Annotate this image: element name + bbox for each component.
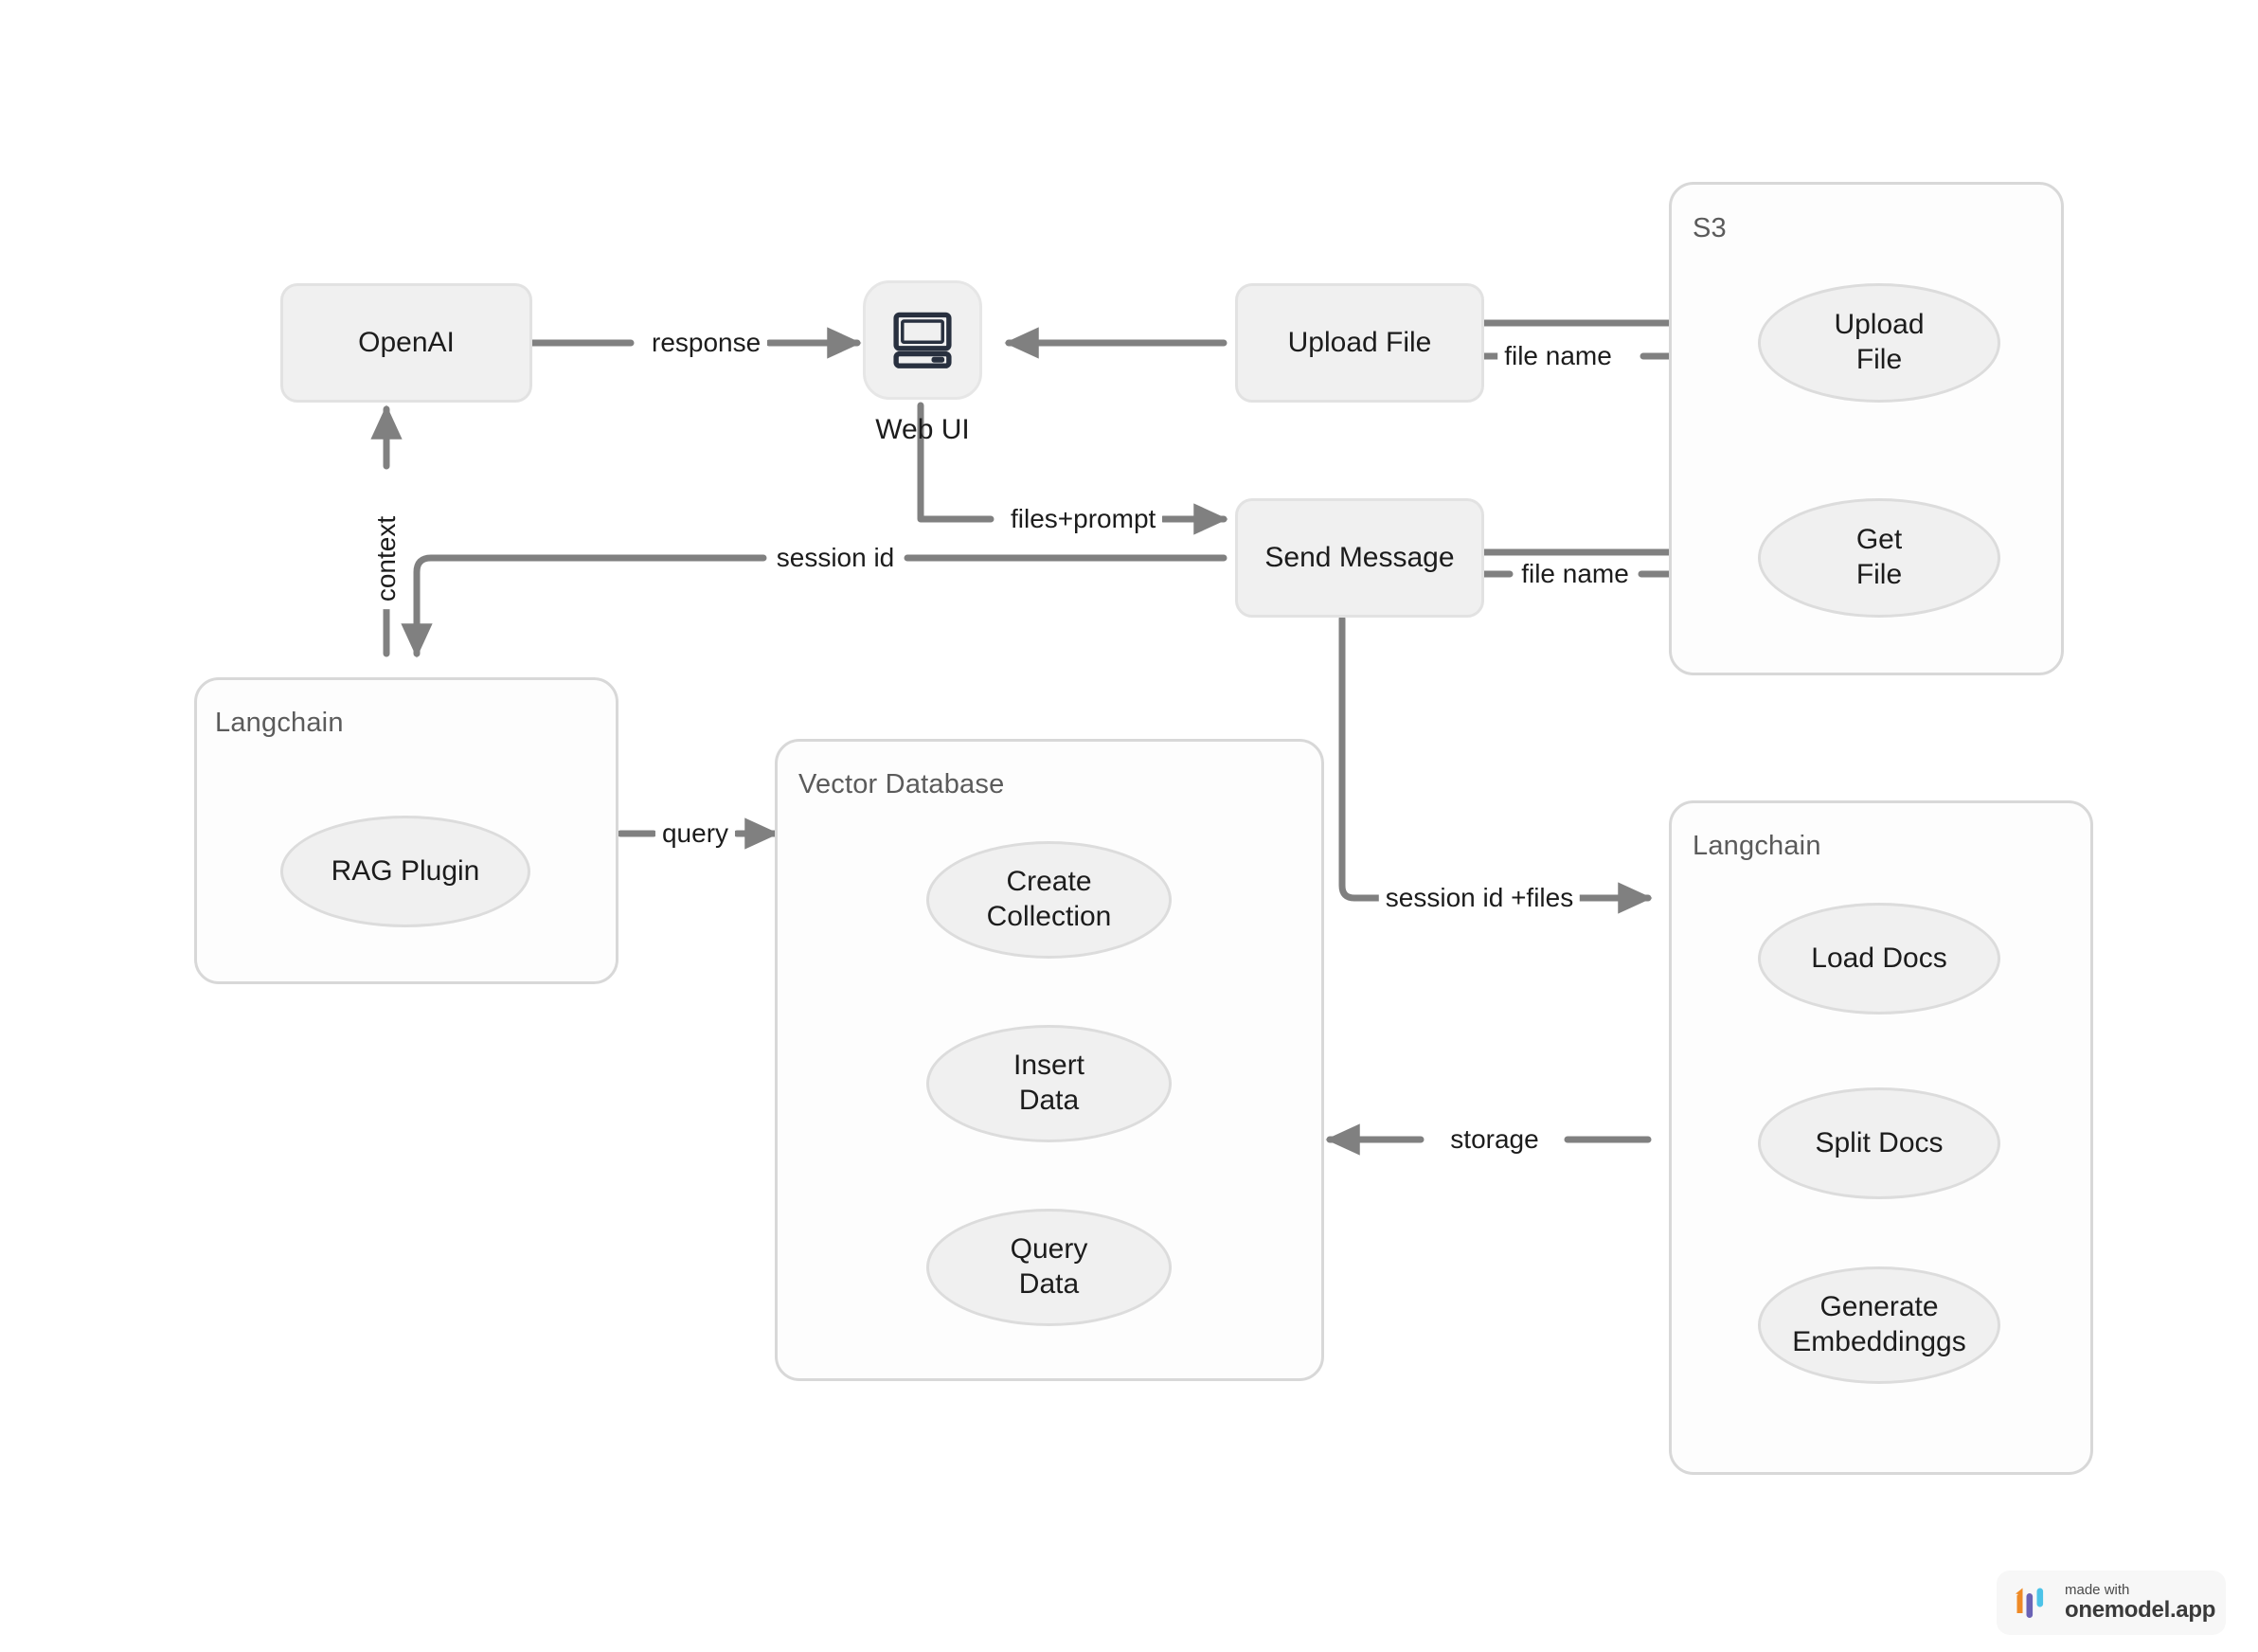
edge-session-id-b [401, 554, 767, 658]
node-s3-get-file-label: Get File [1855, 524, 1903, 590]
node-send-message[interactable]: Send Message [1235, 498, 1484, 618]
edge-label-query: query [654, 820, 736, 847]
edge-label-file-name-get: file name [1514, 561, 1636, 587]
node-load-docs[interactable]: Load Docs [1758, 903, 2000, 1015]
node-create-collection-label: Create Collection [986, 866, 1112, 932]
node-query-data-label: Query Data [1010, 1233, 1088, 1300]
desktop-computer-icon [893, 312, 952, 368]
edge-label-response: response [645, 330, 768, 356]
node-generate-embeddings[interactable]: Generate Embeddinggs [1758, 1266, 2000, 1384]
node-web-ui[interactable] [863, 280, 982, 400]
node-rag-plugin-label: RAG Plugin [331, 854, 480, 887]
edge-label-file-name-upload: file name [1497, 343, 1619, 369]
group-langchain-right-label: Langchain [1693, 831, 1821, 861]
group-vector-database-label: Vector Database [798, 769, 1005, 799]
node-s3-upload-file[interactable]: Upload File [1758, 283, 2000, 403]
node-web-ui-caption: Web UI [875, 414, 970, 445]
node-upload-file[interactable]: Upload File [1235, 283, 1484, 403]
edge-sessionfiles-a [1338, 615, 1396, 902]
group-langchain-left-label: Langchain [215, 708, 344, 738]
onemodel-logo-icon [2016, 1588, 2044, 1618]
node-openai-label: OpenAI [358, 327, 455, 358]
edge-label-session-id-files: session id +files [1378, 885, 1581, 911]
node-rag-plugin[interactable]: RAG Plugin [280, 816, 530, 927]
node-s3-get-file[interactable]: Get File [1758, 498, 2000, 618]
edge-label-storage: storage [1443, 1126, 1546, 1153]
node-split-docs[interactable]: Split Docs [1758, 1087, 2000, 1199]
node-upload-file-label: Upload File [1287, 327, 1432, 358]
node-query-data[interactable]: Query Data [926, 1209, 1172, 1326]
node-generate-embeddings-label: Generate Embeddinggs [1792, 1291, 1966, 1357]
edge-label-context: context [371, 508, 401, 610]
node-s3-upload-file-label: Upload File [1834, 309, 1925, 375]
node-load-docs-label: Load Docs [1811, 942, 1947, 974]
node-split-docs-label: Split Docs [1815, 1126, 1944, 1158]
group-s3-label: S3 [1693, 213, 1727, 243]
node-insert-data-label: Insert Data [1013, 1050, 1085, 1116]
edge-label-session-id: session id [769, 545, 902, 571]
watermark-made-with: made with [2065, 1582, 2130, 1599]
watermark-brand: onemodel.app [2065, 1597, 2216, 1624]
watermark-badge[interactable]: made with onemodel.app [1997, 1571, 2226, 1635]
node-create-collection[interactable]: Create Collection [926, 841, 1172, 959]
node-openai[interactable]: OpenAI [280, 283, 532, 403]
node-send-message-label: Send Message [1264, 542, 1455, 573]
edge-label-files-prompt: files+prompt [1004, 506, 1163, 532]
node-insert-data[interactable]: Insert Data [926, 1025, 1172, 1142]
